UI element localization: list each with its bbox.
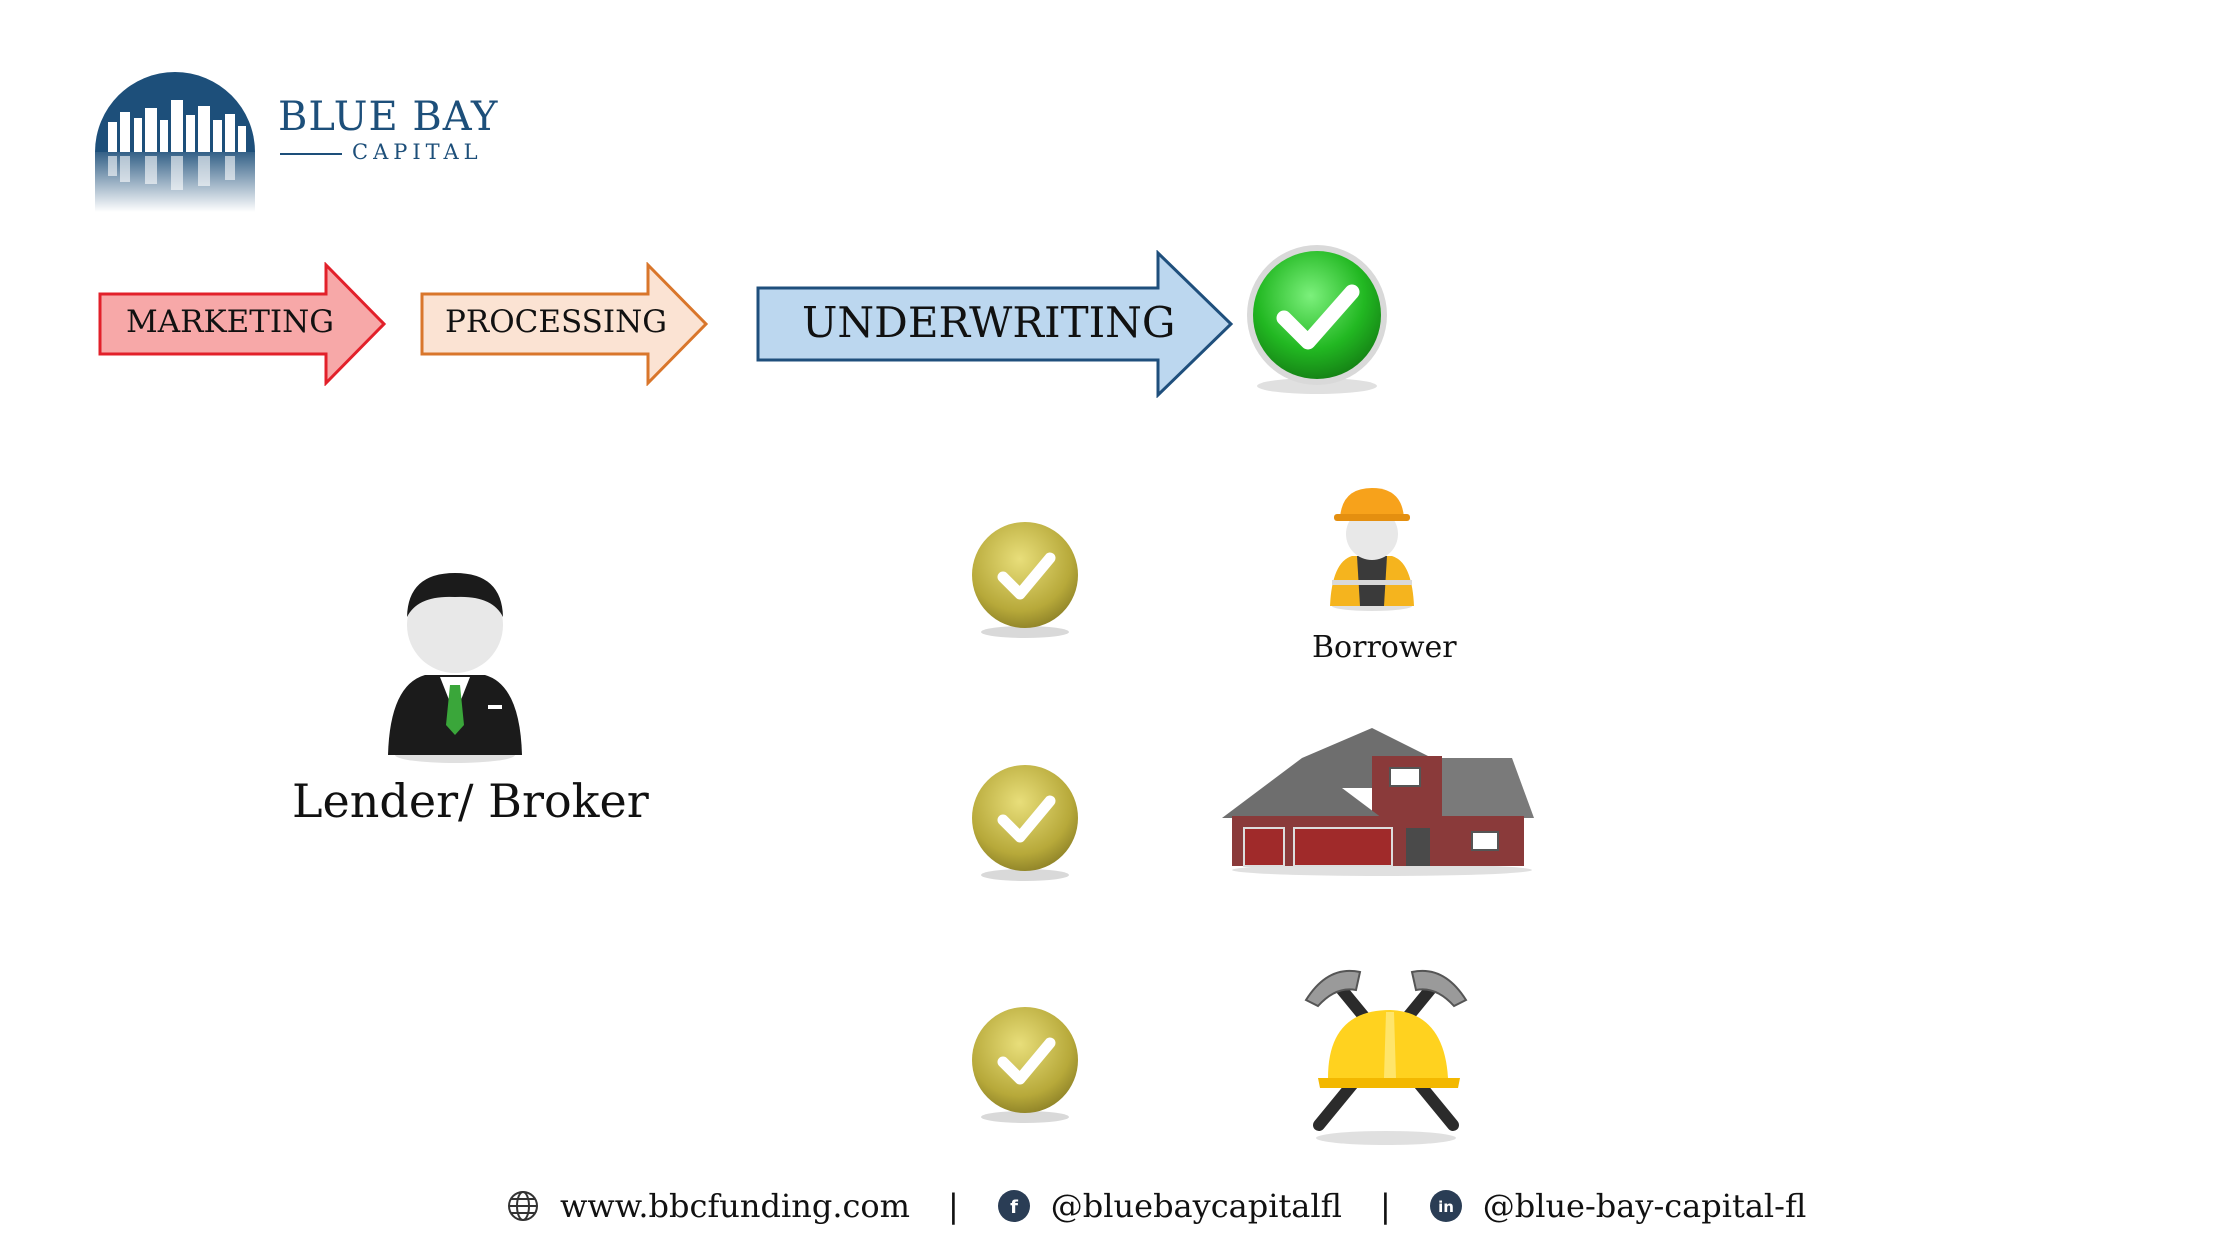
house-icon [1222,728,1534,878]
svg-text:in: in [1438,1198,1454,1216]
skyline-logo-icon [95,72,255,212]
borrower-icon [1322,482,1422,612]
underwriting-arrow-shape [756,249,1234,399]
brand-logo [90,60,260,220]
footer-separator: | [1379,1187,1391,1225]
marketing-label: MARKETING [126,304,335,340]
footer-separator: | [948,1187,959,1225]
linkedin-icon[interactable]: in [1429,1189,1463,1223]
hammers-hardhat-icon [1298,960,1474,1150]
borrower-label: Borrower [1312,630,1457,665]
gold-check-icon [970,763,1080,885]
processing-arrow-shape [420,261,709,387]
brand-divider [280,153,342,155]
facebook-handle[interactable]: @bluebaycapitalfl [1050,1187,1342,1225]
process-step-marketing: MARKETING [98,261,388,387]
brand-name: BLUE BAY [278,94,499,140]
linkedin-handle[interactable]: @blue-bay-capital-fl [1482,1187,1807,1225]
underwriting-label: UNDERWRITING [802,298,1176,347]
svg-text:f: f [1010,1197,1018,1218]
processing-label: PROCESSING [445,304,668,340]
gold-check-icon [970,520,1080,642]
gold-check-icon [970,1005,1080,1127]
website-link[interactable]: www.bbcfunding.com [560,1187,911,1225]
footer: www.bbcfunding.com | f @bluebaycapitalfl… [506,1184,1806,1228]
process-step-processing: PROCESSING [420,261,710,387]
lender-broker-icon [380,555,530,765]
process-step-underwriting: UNDERWRITING [756,249,1236,399]
brand-subtitle: CAPITAL [352,140,483,164]
globe-icon [506,1189,540,1223]
marketing-arrow-shape [98,261,387,387]
lender-broker-label: Lender/ Broker [292,774,649,828]
facebook-icon[interactable]: f [997,1189,1031,1223]
approved-check-icon [1242,240,1392,400]
